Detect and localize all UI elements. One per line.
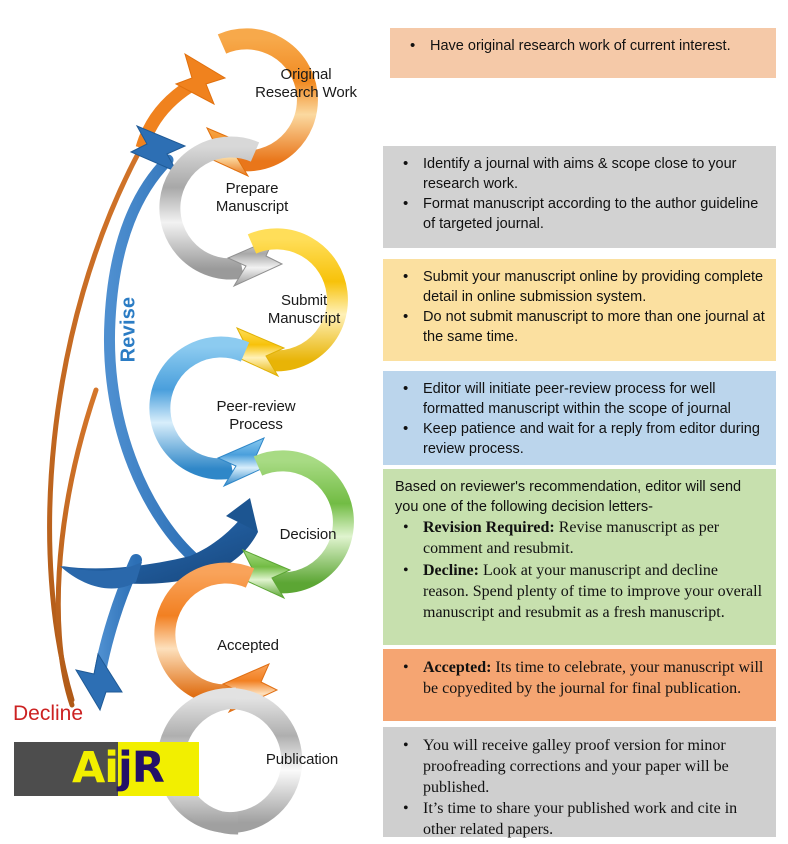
logo-left-panel: Ai [14, 742, 119, 796]
info-box-original-research-work: Have original research work of current i… [390, 28, 776, 78]
bullet-item: Keep patience and wait for a reply from … [395, 419, 766, 459]
decline-flow-label: Decline [13, 702, 84, 725]
bullet-item: Format manuscript according to the autho… [395, 194, 766, 234]
bullet-item: Submit your manuscript online by providi… [395, 267, 766, 307]
info-box-accepted: Accepted: Its time to celebrate, your ma… [383, 649, 776, 721]
stage-label-submit-manuscript: Submit Manuscript [267, 292, 341, 327]
bullet-lead-bold: Revision Required: [423, 519, 555, 537]
bullet-lead-bold: Decline: [423, 562, 479, 580]
stage-label-original-research-work: Original Research Work [255, 66, 357, 101]
logo-text-jr: jR [118, 742, 165, 793]
aijr-logo: Ai jR [14, 742, 199, 796]
logo-right-panel: jR [118, 742, 199, 796]
bullet-list: Revision Required: Revise manuscript as … [395, 518, 766, 623]
info-box-decision: Based on reviewer's recommendation, edit… [383, 469, 776, 645]
bullet-item: Decline: Look at your manuscript and dec… [395, 561, 766, 623]
info-box-peer-review-process: Editor will initiate peer-review process… [383, 371, 776, 465]
bullet-item: Accepted: Its time to celebrate, your ma… [395, 658, 766, 700]
info-box-publication: You will receive galley proof version fo… [383, 727, 776, 838]
bullet-lead-bold: Accepted: [423, 659, 492, 676]
stage-label-decision: Decision [279, 526, 337, 543]
bullet-item: Do not submit manuscript to more than on… [395, 307, 766, 347]
bullet-item: Have original research work of current i… [402, 36, 766, 57]
bullet-list: Submit your manuscript online by providi… [395, 267, 766, 348]
bullet-text: Its time to celebrate, your manuscript w… [423, 659, 764, 697]
process-diagram [47, 28, 354, 835]
bullet-item: Editor will initiate peer-review process… [395, 379, 766, 419]
bullet-list: Editor will initiate peer-review process… [395, 379, 766, 460]
stage-label-peer-review-process: Peer-review Process [216, 398, 296, 433]
bullet-list: Accepted: Its time to celebrate, your ma… [395, 658, 766, 700]
logo-text-ai: Ai [71, 742, 119, 793]
info-box-submit-manuscript: Submit your manuscript online by providi… [383, 259, 776, 361]
stage-label-prepare-manuscript: Prepare Manuscript [215, 180, 289, 215]
stage-label-accepted: Accepted [217, 637, 279, 654]
bullet-item: Revision Required: Revise manuscript as … [395, 518, 766, 560]
bullet-list: You will receive galley proof version fo… [395, 736, 766, 841]
bullet-item: Identify a journal with aims & scope clo… [395, 154, 766, 194]
bullet-list: Identify a journal with aims & scope clo… [395, 154, 766, 235]
bullet-text: Revise manuscript as per comment and res… [423, 519, 720, 558]
bullet-item: It’s time to share your published work a… [395, 799, 766, 841]
bullet-item: You will receive galley proof version fo… [395, 736, 766, 798]
bullet-text: Look at your manuscript and decline reas… [423, 562, 763, 621]
revise-flow-label: Revise [117, 296, 140, 363]
stage-label-publication: Publication [265, 751, 339, 768]
bullet-list: Have original research work of current i… [402, 36, 766, 57]
info-box-prepare-manuscript: Identify a journal with aims & scope clo… [383, 146, 776, 248]
decision-lead-text: Based on reviewer's recommendation, edit… [395, 479, 742, 515]
